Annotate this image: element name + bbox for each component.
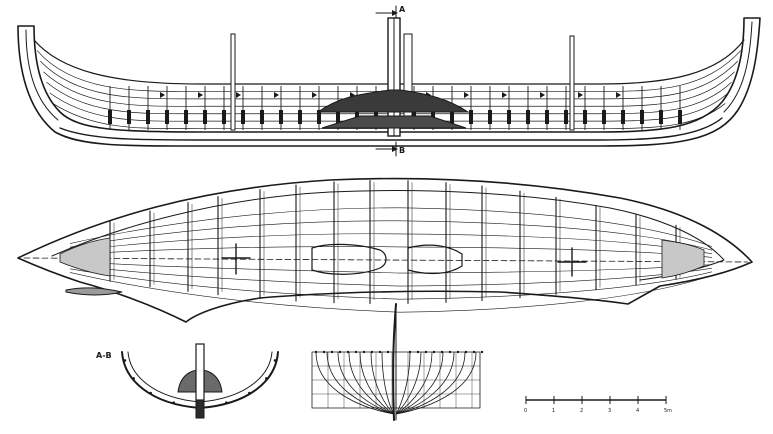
side-strakes bbox=[36, 50, 742, 129]
section-label-a: A bbox=[399, 5, 406, 14]
plan-view bbox=[17, 177, 753, 323]
plan-planks bbox=[69, 207, 713, 313]
plan-frames bbox=[109, 180, 681, 304]
cross-section-a-b: A-B bbox=[96, 343, 279, 419]
section-mark-b: B bbox=[375, 141, 405, 157]
fore-mast-hole bbox=[221, 243, 251, 275]
cross-section-label: A-B bbox=[96, 351, 112, 360]
scale-tick-label: 5m bbox=[664, 408, 672, 414]
body-plan bbox=[311, 303, 484, 421]
scale-tick-label: 0 bbox=[524, 408, 527, 414]
body-plan-station-ticks bbox=[314, 350, 484, 354]
side-elevation: A B bbox=[17, 5, 761, 157]
section-strakes bbox=[123, 359, 277, 408]
section-mark-a: A bbox=[375, 5, 406, 19]
mast-step bbox=[316, 89, 470, 113]
body-plan-stations bbox=[315, 351, 477, 415]
scale-tick-label: 2 bbox=[580, 408, 583, 414]
section-label-b: B bbox=[399, 146, 405, 155]
scale-bar-ticks: 0 1 2 3 4 5m bbox=[524, 396, 672, 414]
aft-mast-hole bbox=[557, 247, 587, 277]
steering-oar bbox=[65, 287, 123, 296]
scale-tick-label: 3 bbox=[608, 408, 611, 414]
stem-post bbox=[392, 303, 397, 421]
section-mast bbox=[195, 343, 205, 401]
scale-bar: 0 1 2 3 4 5m bbox=[524, 396, 672, 414]
keelson bbox=[311, 243, 387, 275]
scale-tick-label: 1 bbox=[552, 408, 555, 414]
scale-tick-label: 4 bbox=[636, 408, 639, 414]
